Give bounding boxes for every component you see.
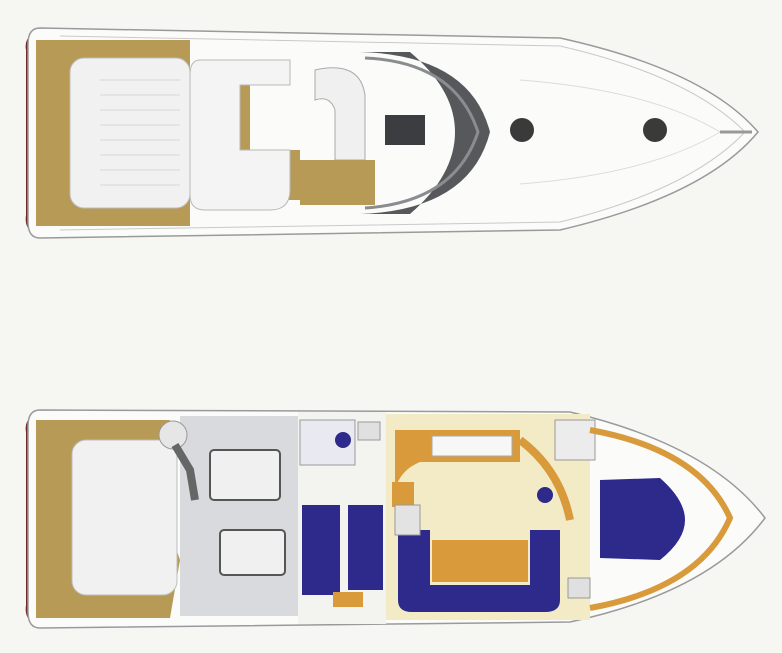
aft-head-toilet <box>335 432 351 448</box>
forward-head-wall <box>517 436 574 521</box>
sunpad-lower <box>71 439 178 596</box>
berth-aft-port <box>302 505 340 595</box>
dashboard <box>385 115 425 145</box>
porthole-fwd <box>643 118 667 142</box>
deck-view <box>25 27 759 239</box>
companionway-steps <box>394 504 421 536</box>
forward-locker-stairs <box>567 577 591 599</box>
windscreen <box>360 52 490 214</box>
salon-step <box>392 482 414 507</box>
aft-cabin-step <box>333 592 363 607</box>
forward-berth <box>600 478 685 560</box>
aft-locker-stairs <box>357 421 381 441</box>
engine-port <box>209 449 281 501</box>
forward-cabin-trim <box>589 427 734 611</box>
cockpit-teak-floor <box>300 160 375 205</box>
engine-room <box>180 416 298 616</box>
forward-head-basin <box>537 487 553 503</box>
sunpad-stripes <box>100 79 180 186</box>
porthole-aft <box>510 118 534 142</box>
engine-starboard <box>219 529 286 576</box>
forward-head <box>554 419 596 461</box>
accommodation-view <box>25 409 766 629</box>
exhaust-pipe <box>171 442 199 501</box>
windscreen-glass <box>364 56 480 210</box>
salon-table <box>432 540 528 582</box>
salon-sofa <box>398 530 560 612</box>
cockpit-seating <box>189 59 291 211</box>
galley-worktop <box>431 435 513 457</box>
berth-aft-starboard <box>348 505 383 590</box>
engine-room-hatch <box>158 420 188 450</box>
